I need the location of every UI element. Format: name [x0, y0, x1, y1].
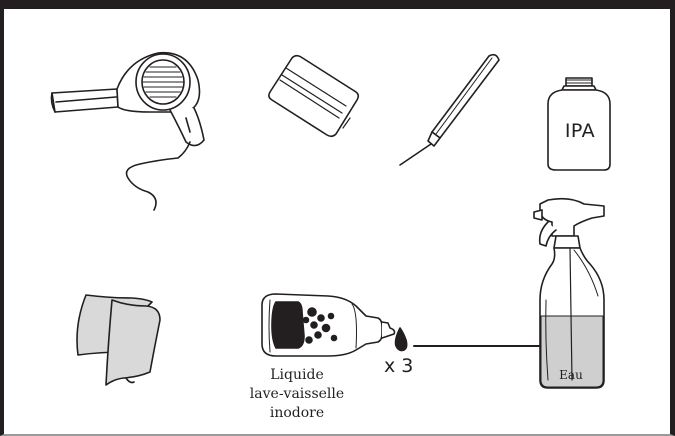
dish-soap-label-line-1: Liquide — [242, 366, 352, 385]
cloth-icon — [77, 295, 160, 385]
dish-soap-label-line-2: lave-vaisselle — [242, 385, 352, 404]
hair-dryer-icon — [51, 53, 204, 210]
dish-soap-label-line-3: inodore — [242, 404, 352, 423]
ipa-label: IPA — [551, 120, 609, 142]
dish-soap-bottle-icon — [262, 294, 395, 356]
water-drop-icon — [396, 328, 407, 351]
spray-bottle-icon — [534, 199, 604, 388]
application-needle-icon — [400, 55, 499, 165]
dish-soap-label: Liquide lave-vaisselle inodore — [242, 366, 352, 423]
water-label: Eau — [542, 368, 600, 382]
drop-count-label: x 3 — [384, 355, 413, 377]
squeegee-icon — [269, 56, 358, 137]
